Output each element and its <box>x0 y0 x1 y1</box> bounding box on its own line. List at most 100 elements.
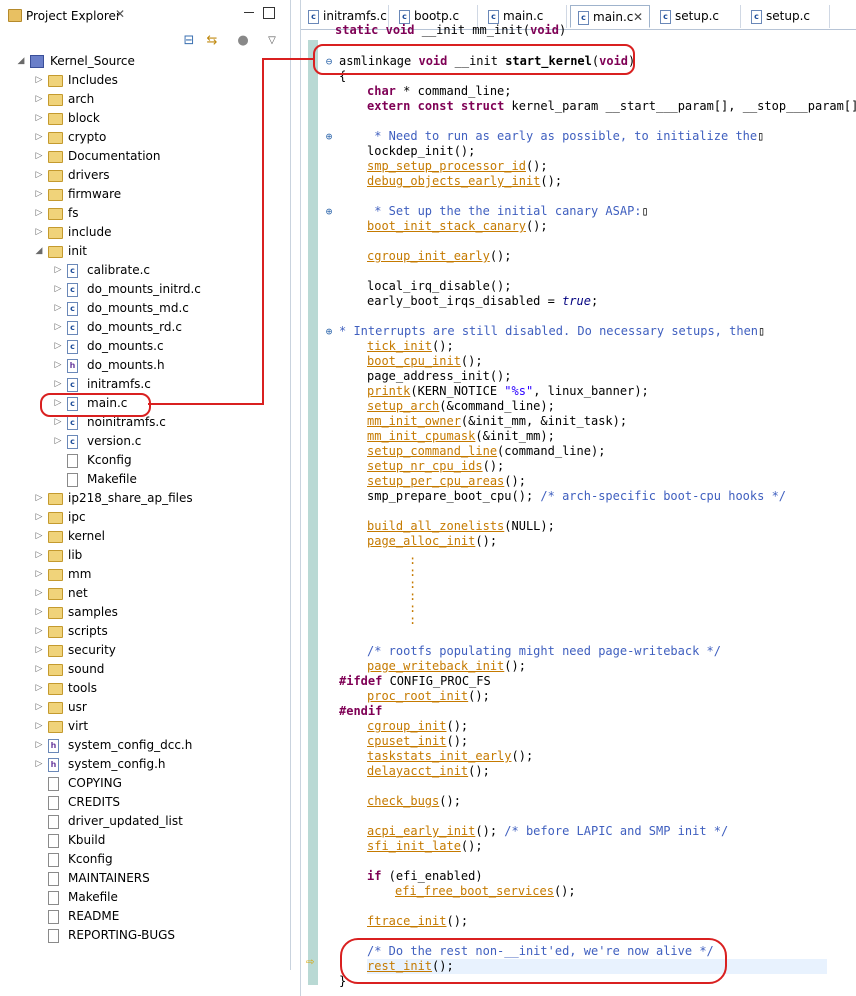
tree-item[interactable]: ▷crypto <box>0 128 290 147</box>
collapsed-twisty-icon[interactable]: ▷ <box>35 493 43 503</box>
collapsed-twisty-icon[interactable]: ▷ <box>35 645 43 655</box>
close-tab-icon[interactable]: ✕ <box>632 10 643 24</box>
tree-item[interactable]: ▷net <box>0 584 290 603</box>
collapsed-twisty-icon[interactable]: ▷ <box>35 664 43 674</box>
expanded-twisty-icon[interactable]: ◢ <box>35 246 43 256</box>
collapsed-twisty-icon[interactable]: ▷ <box>35 759 43 769</box>
tree-item[interactable]: ▷Documentation <box>0 147 290 166</box>
tree-item[interactable]: ▷ip218_share_ap_files <box>0 489 290 508</box>
collapsed-twisty-icon[interactable]: ▷ <box>35 170 43 180</box>
tree-item[interactable]: ▷samples <box>0 603 290 622</box>
code-area[interactable]: static void __init mm_init(void) ⊖ asmli… <box>321 23 856 988</box>
tree-item[interactable]: Kconfig <box>0 850 290 869</box>
tree-item[interactable]: Makefile <box>0 470 290 489</box>
collapsed-twisty-icon[interactable]: ▷ <box>35 113 43 123</box>
collapsed-twisty-icon[interactable]: ▷ <box>35 626 43 636</box>
close-icon[interactable]: ✕ <box>115 7 126 21</box>
expand-icon[interactable]: ⊕ <box>325 130 333 143</box>
collapsed-twisty-icon[interactable]: ▷ <box>54 341 62 351</box>
tree-item[interactable]: ▷lib <box>0 546 290 565</box>
collapsed-twisty-icon[interactable]: ▷ <box>35 740 43 750</box>
collapsed-twisty-icon[interactable]: ▷ <box>54 360 62 370</box>
tree-item[interactable]: ▷drivers <box>0 166 290 185</box>
tree-item[interactable]: ▷sound <box>0 660 290 679</box>
collapsed-twisty-icon[interactable]: ▷ <box>54 417 62 427</box>
collapsed-twisty-icon[interactable]: ▷ <box>35 721 43 731</box>
tree-item[interactable]: driver_updated_list <box>0 812 290 831</box>
tree-item[interactable]: MAINTAINERS <box>0 869 290 888</box>
collapse-all-icon[interactable]: ⊟ <box>183 33 195 48</box>
tree-item[interactable]: REPORTING-BUGS <box>0 926 290 945</box>
collapsed-twisty-icon[interactable]: ▷ <box>35 132 43 142</box>
tree-item[interactable]: ▷virt <box>0 717 290 736</box>
tree-item[interactable]: ▷kernel <box>0 527 290 546</box>
collapsed-twisty-icon[interactable]: ▷ <box>54 379 62 389</box>
collapsed-twisty-icon[interactable]: ▷ <box>54 436 62 446</box>
tree-item[interactable]: ▷include <box>0 223 290 242</box>
fold-icon[interactable]: ⊖ <box>325 55 333 68</box>
collapsed-twisty-icon[interactable]: ▷ <box>54 284 62 294</box>
collapsed-twisty-icon[interactable]: ▷ <box>35 75 43 85</box>
view-menu-icon[interactable]: ▽ <box>268 35 276 46</box>
collapsed-twisty-icon[interactable]: ▷ <box>35 531 43 541</box>
collapsed-twisty-icon[interactable]: ▷ <box>35 550 43 560</box>
tree-item[interactable]: ▷usr <box>0 698 290 717</box>
tree-item[interactable]: ▷scripts <box>0 622 290 641</box>
tree-item[interactable]: CREDITS <box>0 793 290 812</box>
expanded-twisty-icon[interactable]: ◢ <box>17 56 25 66</box>
tree-item[interactable]: ▷ipc <box>0 508 290 527</box>
tree-item[interactable]: Kconfig <box>0 451 290 470</box>
tree-item[interactable]: ◢Kernel_Source <box>0 52 290 71</box>
tree-item[interactable]: Kbuild <box>0 831 290 850</box>
collapsed-twisty-icon[interactable]: ▷ <box>35 683 43 693</box>
minimize-icon[interactable] <box>244 12 254 13</box>
tree-item[interactable]: ▷security <box>0 641 290 660</box>
collapsed-twisty-icon[interactable]: ▷ <box>35 607 43 617</box>
tree-item[interactable]: ▷tools <box>0 679 290 698</box>
tree-item[interactable]: ▷firmware <box>0 185 290 204</box>
collapsed-twisty-icon[interactable]: ▷ <box>35 208 43 218</box>
collapsed-twisty-icon[interactable]: ▷ <box>35 151 43 161</box>
tree-item[interactable]: Makefile <box>0 888 290 907</box>
tree-item[interactable]: ▷fs <box>0 204 290 223</box>
collapsed-twisty-icon[interactable]: ▷ <box>35 588 43 598</box>
expand-icon[interactable]: ⊕ <box>325 205 333 218</box>
link-with-editor-icon[interactable]: ⇆ <box>206 33 218 48</box>
focus-icon[interactable]: ● <box>237 33 249 48</box>
collapsed-twisty-icon[interactable]: ▷ <box>54 265 62 275</box>
tree-item[interactable]: ▷mm <box>0 565 290 584</box>
tree-item[interactable]: ▷block <box>0 109 290 128</box>
collapsed-twisty-icon[interactable]: ▷ <box>35 227 43 237</box>
collapsed-twisty-icon[interactable]: ▷ <box>35 94 43 104</box>
collapsed-twisty-icon[interactable]: ▷ <box>35 189 43 199</box>
collapsed-twisty-icon[interactable]: ▷ <box>35 512 43 522</box>
tree-item[interactable]: ▷arch <box>0 90 290 109</box>
tree-item[interactable]: ◢init <box>0 242 290 261</box>
tree-item[interactable]: ▷Includes <box>0 71 290 90</box>
tree-item[interactable]: COPYING <box>0 774 290 793</box>
maximize-icon[interactable] <box>263 7 275 19</box>
tree-item[interactable]: README <box>0 907 290 926</box>
collapsed-twisty-icon[interactable]: ▷ <box>35 702 43 712</box>
collapsed-twisty-icon[interactable]: ▷ <box>54 303 62 313</box>
collapsed-twisty-icon[interactable]: ▷ <box>54 322 62 332</box>
collapsed-twisty-icon[interactable]: ▷ <box>54 398 62 408</box>
